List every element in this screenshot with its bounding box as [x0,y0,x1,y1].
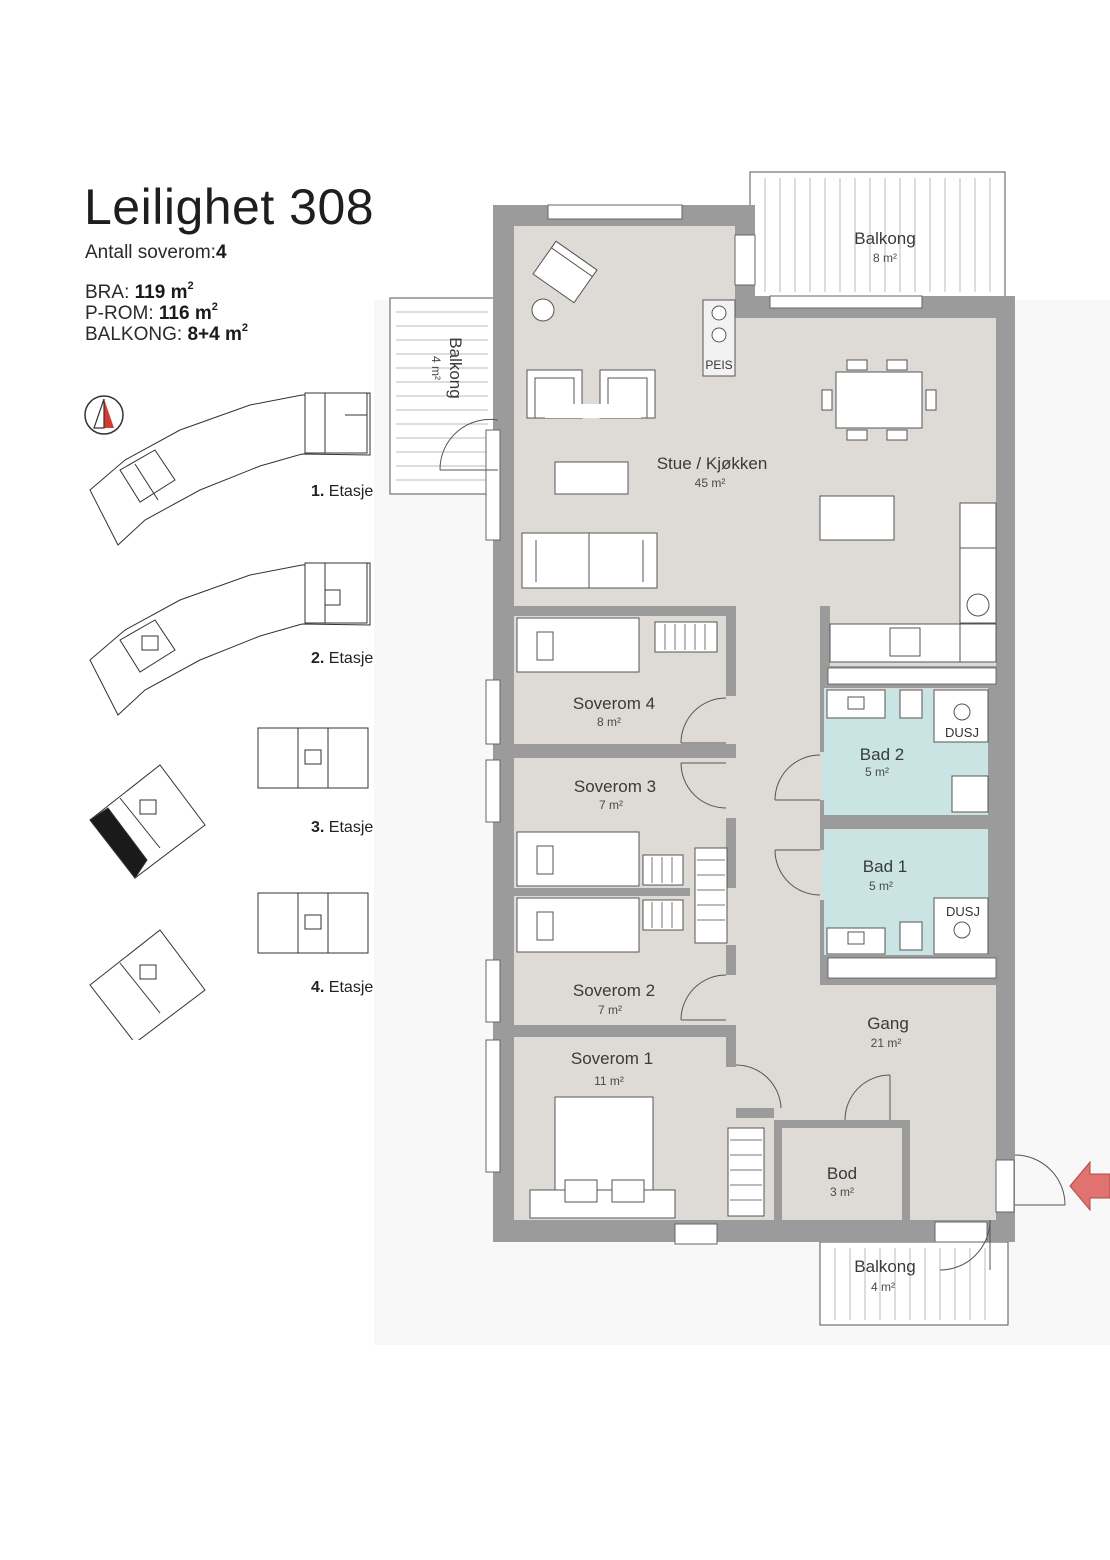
balkong-left-area: 4 m² [429,356,443,380]
bod-area: 3 m² [830,1185,854,1199]
bra-area: BRA: 119 m2 [85,280,194,303]
floor-4-plan [89,892,369,1040]
entrance-arrow-icon [1069,1160,1110,1212]
dusj-label-bad1: DUSJ [946,904,980,919]
stue-name: Stue / Kjøkken [657,454,768,473]
balkong-bottom-area: 4 m² [871,1280,895,1294]
balkong-bottom-name: Balkong [854,1257,915,1276]
bad1-area: 5 m² [869,879,893,893]
bod-name: Bod [827,1164,857,1183]
balkong-left-name: Balkong [446,337,465,398]
gang-name: Gang [867,1014,909,1033]
soverom3-name: Soverom 3 [574,777,656,796]
balkong-left [389,297,495,495]
dusj-label-bad2: DUSJ [945,725,979,740]
floor-label-3: 3. Etasje [311,819,374,836]
gang-area: 21 m² [871,1036,902,1050]
balkong-top-area: 8 m² [873,251,897,265]
north-arrow-icon [84,395,124,435]
soverom2-area: 7 m² [598,1003,622,1017]
floor-1-plan [89,392,371,546]
bad1-name: Bad 1 [863,857,907,876]
soverom1-name: Soverom 1 [571,1049,653,1068]
bad2-area: 5 m² [865,765,889,779]
soverom2-name: Soverom 2 [573,981,655,1000]
floor-label-4: 4. Etasje [311,979,374,996]
soverom4-name: Soverom 4 [573,694,655,713]
floor-key-plans [89,392,371,1040]
peis-label: PEIS [705,358,732,372]
balkong-bottom [819,1241,1009,1326]
stue-area: 45 m² [695,476,726,490]
floor-2-plan [89,562,371,716]
soverom4-area: 8 m² [597,715,621,729]
bad2-name: Bad 2 [860,745,904,764]
balkong-top-name: Balkong [854,229,915,248]
balkong-top [749,171,1006,299]
floor-label-1: 1. Etasje [311,483,374,500]
floor-label-2: 2. Etasje [311,650,374,667]
prom-area: P-ROM: 116 m2 [85,301,218,324]
unit-308-highlight [89,807,148,879]
floor-3-plan [89,727,369,879]
soverom1-area: 11 m² [594,1074,624,1088]
apartment-title: Leilighet 308 [84,179,375,235]
balkong-area: BALKONG: 8+4 m2 [85,322,248,345]
bedroom-count: Antall soverom:4 [85,242,227,263]
soverom3-area: 7 m² [599,798,623,812]
